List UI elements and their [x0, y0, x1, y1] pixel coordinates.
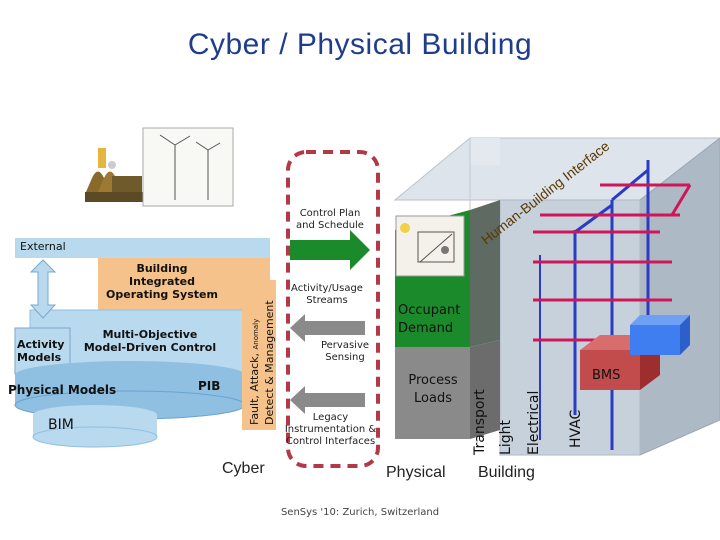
light-label: Light [498, 420, 514, 455]
pervasive-sensing-label: Pervasive Sensing [320, 340, 370, 363]
fault-panel [242, 280, 276, 430]
control-plan-arrow [290, 230, 370, 270]
activity-models-label: Activity Models [17, 338, 65, 364]
bms-label: BMS [592, 368, 621, 383]
legacy-arrow [290, 386, 365, 414]
slide-title: Cyber / Physical Building [187, 28, 533, 61]
pervasive-sensing-arrow [290, 314, 365, 342]
wind-turbine-image [142, 127, 234, 207]
legacy-label: Legacy Instrumentation & Control Interfa… [284, 412, 377, 447]
fault-anomaly: Anomaly [252, 318, 260, 350]
bios-label: Building Integrated Operating System [106, 262, 218, 301]
occupant-sketch-image [395, 215, 465, 277]
transport-label: Transport [472, 389, 488, 455]
physical-models-label: Physical Models [8, 383, 117, 397]
process-loads-label: Process Loads [408, 373, 458, 406]
physical-label: Physical [386, 464, 446, 481]
fault-line2: Detect & Management [263, 300, 276, 425]
electrical-label: Electrical [526, 390, 542, 455]
cyber-label: Cyber [222, 460, 265, 477]
external-label: External [20, 240, 66, 253]
external-double-arrow [29, 259, 57, 319]
external-bar [15, 238, 270, 258]
occupant-demand-label: Occupant Demand [398, 303, 461, 336]
hvac-unit [630, 315, 690, 355]
building-label: Building [478, 464, 535, 481]
fault-line1: Fault, Attack, [248, 352, 261, 425]
control-plan-label: Control Plan and Schedule [296, 208, 364, 231]
factory-icon [85, 148, 145, 202]
activity-streams-label: Activity/Usage Streams [291, 283, 363, 306]
pib-label: PIB [198, 379, 221, 393]
interface-dashed-frame [286, 150, 380, 468]
hvac-label: HVAC [568, 409, 584, 448]
fault-panel-text: Fault, Attack, Anomaly Detect & Manageme… [248, 265, 276, 425]
bim-label: BIM [48, 417, 74, 433]
footer-text: SenSys '10: Zurich, Switzerland [280, 507, 440, 518]
multi-objective-label: Multi-Objective Model-Driven Control [83, 328, 217, 354]
